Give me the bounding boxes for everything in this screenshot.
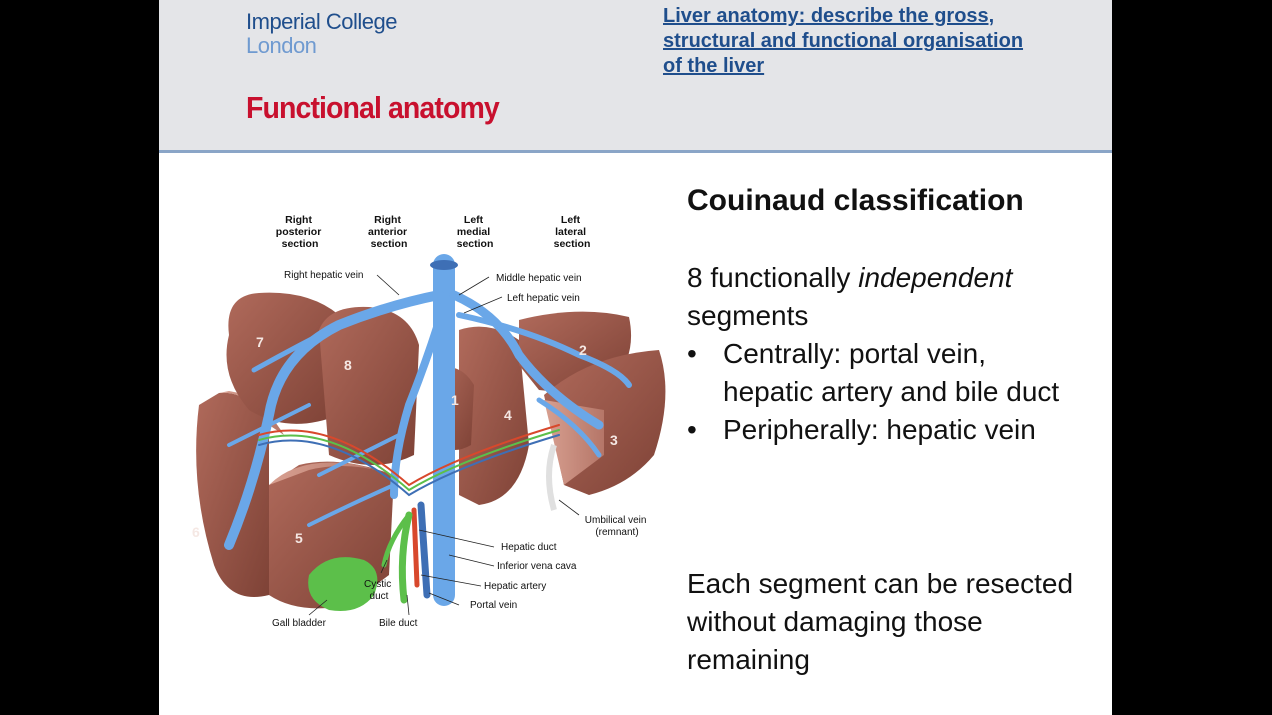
liver-diagram: Right posterior section Right anterior s…	[159, 155, 679, 645]
label-hepatic-duct: Hepatic duct	[501, 542, 557, 553]
slide-header: Imperial College London Functional anato…	[159, 0, 1112, 150]
slide: Imperial College London Functional anato…	[159, 0, 1112, 715]
ivc-opening	[430, 260, 458, 270]
label-left-hepatic-vein: Left hepatic vein	[507, 293, 580, 304]
segment-4-shape	[459, 326, 529, 505]
label-inferior-vena-cava: Inferior vena cava	[497, 561, 577, 572]
topic-link-line-2[interactable]: structural and functional organisation	[663, 30, 1024, 52]
content-heading: Couinaud classification	[687, 184, 1024, 217]
segment-number-2: 2	[579, 342, 587, 358]
umbilical-remnant	[546, 444, 557, 511]
segment-number-1: 1	[451, 392, 459, 408]
topic-link-line-1[interactable]: Liver anatomy: describe the gross,	[663, 5, 995, 27]
section-title: Functional anatomy	[246, 90, 500, 125]
segment-number-6: 6	[192, 524, 200, 540]
label-portal-vein: Portal vein	[470, 600, 517, 611]
bullet-list: Centrally: portal vein, hepatic artery a…	[687, 335, 1083, 449]
segments-paragraph: 8 functionally independent segments	[687, 259, 1012, 335]
bullet-peripherally: Peripherally: hepatic vein	[687, 411, 1083, 449]
segment-8-shape	[319, 306, 419, 465]
label-umbilical-vein: Umbilical vein (remnant)	[585, 515, 649, 538]
leader-lines	[308, 274, 580, 616]
section-label-right-anterior: Right anterior section	[368, 214, 410, 250]
bullet-centrally: Centrally: portal vein, hepatic artery a…	[687, 335, 1083, 411]
segment-number-5: 5	[295, 530, 303, 546]
segments-text-emphasis: independent	[858, 262, 1013, 293]
section-label-left-medial: Left medial section	[457, 214, 494, 250]
section-label-right-posterior: Right posterior section	[276, 214, 324, 250]
liver-diagram-svg: Right posterior section Right anterior s…	[192, 214, 666, 629]
segment-5-cut	[269, 462, 394, 485]
header-divider	[159, 150, 1112, 153]
topic-link-line-3[interactable]: of the liver	[663, 55, 765, 77]
resection-paragraph: Each segment can be resected without dam…	[687, 568, 1074, 675]
segment-number-4: 4	[504, 407, 512, 423]
segments-text-prefix: 8 functionally	[687, 262, 859, 293]
label-hepatic-artery: Hepatic artery	[484, 581, 546, 592]
segment-number-8: 8	[344, 357, 352, 373]
label-bile-duct: Bile duct	[379, 618, 418, 629]
label-right-hepatic-vein: Right hepatic vein	[284, 270, 364, 281]
logo-imperial-college: Imperial College	[246, 9, 397, 34]
segment-number-3: 3	[610, 432, 618, 448]
logo-london: London	[246, 33, 317, 58]
section-label-left-lateral: Left lateral section	[554, 214, 591, 250]
gall-bladder-shape	[308, 557, 378, 611]
segment-6-shape	[196, 392, 269, 597]
portal-triad	[258, 424, 560, 604]
segment-number-7: 7	[256, 334, 264, 350]
segment-7-shape	[226, 292, 339, 424]
label-cystic-duct: Cystic duct	[364, 579, 394, 602]
label-gall-bladder: Gall bladder	[272, 618, 327, 629]
label-middle-hepatic-vein: Middle hepatic vein	[496, 273, 582, 284]
topic-link[interactable]: Liver anatomy: describe the gross, struc…	[663, 4, 1112, 79]
segments-text-suffix: segments	[687, 300, 809, 331]
